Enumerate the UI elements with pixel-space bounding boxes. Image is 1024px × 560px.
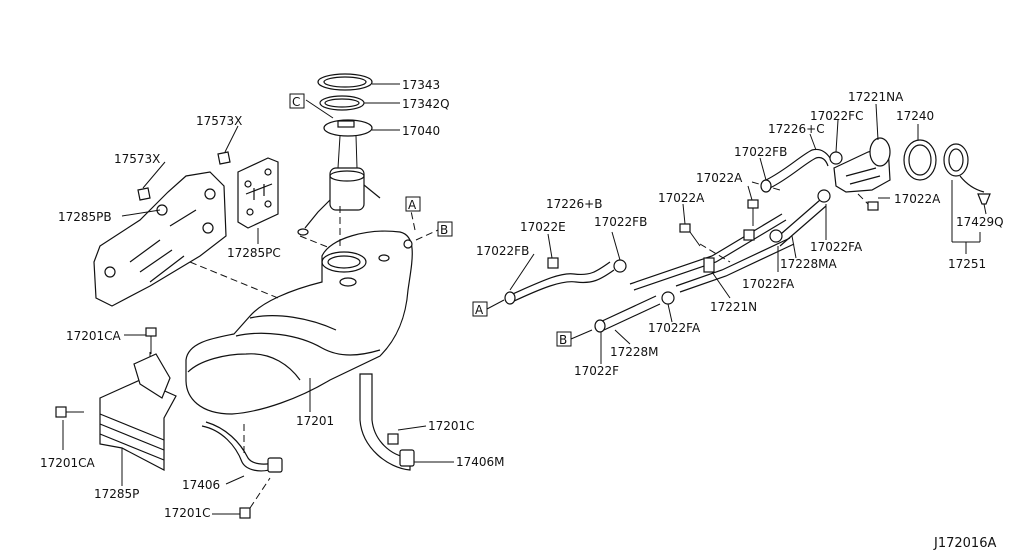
bolt-17022a-right <box>867 201 879 211</box>
svg-text:A: A <box>475 303 484 317</box>
bolt-17201c-upper <box>387 433 399 445</box>
clip-17022fb-left <box>504 291 516 305</box>
label-17022fa-right[interactable]: 17022FA <box>810 240 863 254</box>
label-17406m[interactable]: 17406M <box>456 455 505 469</box>
gasket-17342q <box>319 95 365 111</box>
hose-17226b <box>507 261 615 303</box>
label-17221n[interactable]: 17221N <box>710 300 757 314</box>
seal-ring-17343 <box>317 73 373 91</box>
label-17201ca-upper[interactable]: 17201CA <box>66 329 122 343</box>
bolt-17201c-lower <box>239 507 251 519</box>
hose-17228ma <box>769 189 831 247</box>
fuel-pump-module-17040 <box>297 119 381 236</box>
label-17201c-lower[interactable]: 17201C <box>164 506 211 520</box>
label-17201ca-lower[interactable]: 17201CA <box>40 456 96 470</box>
callout-c: C <box>289 93 305 109</box>
svg-text:B: B <box>440 223 448 237</box>
bolt-17022a-mid <box>747 199 759 226</box>
callout-b-filler: B <box>556 331 572 347</box>
filler-cup-17240 <box>903 139 937 181</box>
filler-neck-17221na <box>833 137 891 193</box>
svg-text:A: A <box>408 198 417 212</box>
label-17285pb[interactable]: 17285PB <box>58 210 112 224</box>
label-17429q[interactable]: 17429Q <box>956 215 1004 229</box>
label-17251[interactable]: 17251 <box>948 257 986 271</box>
label-17022fa-mid[interactable]: 17022FA <box>742 277 795 291</box>
label-17226b[interactable]: 17226+B <box>546 197 602 211</box>
bolt-17573x-left <box>137 187 151 201</box>
svg-text:C: C <box>292 95 300 109</box>
fuel-tank-17201 <box>185 230 413 415</box>
label-17342q[interactable]: 17342Q <box>402 97 450 111</box>
bolt-17573x-upper <box>217 151 231 165</box>
label-17228ma[interactable]: 17228MA <box>780 257 838 271</box>
strap-17406m <box>359 373 415 471</box>
label-17240[interactable]: 17240 <box>896 109 934 123</box>
label-17022fa-lower[interactable]: 17022FA <box>648 321 701 335</box>
label-17022fc[interactable]: 17022FC <box>810 109 863 123</box>
hose-17228m <box>594 291 675 333</box>
label-17406[interactable]: 17406 <box>182 478 220 492</box>
label-17573x-left[interactable]: 17573X <box>114 152 160 166</box>
label-17022f[interactable]: 17022F <box>574 364 619 378</box>
label-17228m[interactable]: 17228M <box>610 345 659 359</box>
filler-tube-17221n <box>629 213 795 293</box>
label-17573x-upper[interactable]: 17573X <box>196 114 242 128</box>
clip-17022e <box>547 257 559 269</box>
label-17022e[interactable]: 17022E <box>520 220 566 234</box>
bolt-17201ca-upper <box>145 327 157 354</box>
callout-a-tank: A <box>405 196 421 212</box>
callout-b-tank: B <box>437 221 453 237</box>
label-17022a-left[interactable]: 17022A <box>658 191 705 205</box>
label-17022fb-mid[interactable]: 17022FB <box>594 215 647 229</box>
bolt-17022a-left <box>679 223 701 247</box>
label-17022a-mid[interactable]: 17022A <box>696 171 743 185</box>
svg-text:B: B <box>559 333 567 347</box>
heat-shield-17285pc <box>237 157 279 229</box>
label-17022fb-left[interactable]: 17022FB <box>476 244 529 258</box>
label-17221na[interactable]: 17221NA <box>848 90 904 104</box>
label-17022fb-upper[interactable]: 17022FB <box>734 145 787 159</box>
heat-shield-17285pb <box>93 171 227 307</box>
label-17022a-right[interactable]: 17022A <box>894 192 941 206</box>
label-17285pc[interactable]: 17285PC <box>227 246 281 260</box>
bracket-17285p <box>99 353 177 471</box>
hose-17226c <box>760 148 843 193</box>
label-17201c-upper[interactable]: 17201C <box>428 419 475 433</box>
label-17040[interactable]: 17040 <box>402 124 440 138</box>
clip-17022fb-mid <box>613 259 627 273</box>
strap-17406 <box>201 421 283 473</box>
callout-a-filler: A <box>472 301 488 317</box>
bolt-17201ca-lower <box>55 406 84 418</box>
tether-17429q <box>977 193 991 205</box>
part-labels: 17343 17342Q 17040 17573X 17573X 17285PB… <box>40 78 1004 551</box>
label-17201[interactable]: 17201 <box>296 414 334 428</box>
fuel-cap-17251 <box>943 143 985 193</box>
label-17343[interactable]: 17343 <box>402 78 440 92</box>
label-17226c[interactable]: 17226+C <box>768 122 825 136</box>
diagram-code: J172016A <box>933 536 996 551</box>
label-17285p[interactable]: 17285P <box>94 487 139 501</box>
